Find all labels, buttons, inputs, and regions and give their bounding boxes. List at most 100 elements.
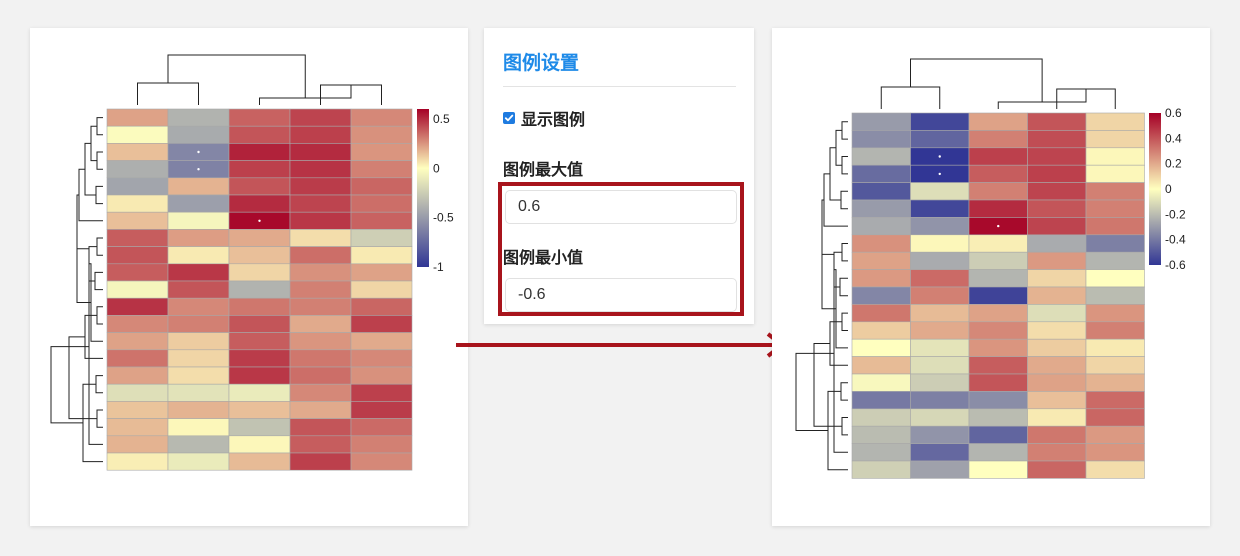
row-dendrogram-branch: [835, 129, 842, 166]
heatmap-cell: [968, 321, 1028, 340]
col-dendrogram-branch: [880, 86, 941, 109]
heatmap-cell: [167, 280, 230, 299]
heatmap-cell: [851, 443, 911, 462]
colorbar-tick-label: 0.6: [1165, 106, 1182, 120]
row-dendrogram-branch: [95, 185, 103, 205]
heatmap-cell: [289, 383, 352, 402]
heatmap-cell: [910, 130, 970, 149]
heatmap-cell: [968, 286, 1028, 305]
row-dendrogram-branch: [841, 121, 848, 140]
row-dendrogram-branch: [827, 390, 848, 471]
heatmap-cell: [167, 332, 230, 351]
heatmap-cell: [1027, 217, 1087, 236]
heatmap-cell: [910, 391, 970, 410]
heatmap-cell: [350, 177, 413, 196]
legend-max-input[interactable]: 0.6: [505, 190, 737, 224]
heatmap-cell: [106, 125, 169, 144]
heatmap-cell: [1085, 199, 1145, 218]
heatmap-cell: [1085, 373, 1145, 392]
heatmap-cell: [1027, 164, 1087, 183]
heatmap-cell: [228, 229, 291, 247]
heatmap-cell: [851, 408, 911, 427]
heatmap-cell: [289, 177, 352, 196]
heatmap-cell: [106, 246, 169, 265]
heatmap-cell: [1085, 356, 1145, 375]
heatmap-cell: [106, 280, 169, 299]
original-heatmap: 0.50-0.5-1: [50, 54, 454, 471]
heatmap-cell: [167, 229, 230, 247]
heatmap-cell: [968, 112, 1028, 131]
heatmap-cell: [289, 435, 352, 454]
heatmap-cell: [289, 418, 352, 437]
heatmap-cell: [1027, 147, 1087, 166]
heatmap-cell: [1027, 391, 1087, 410]
heatmap-cell: [167, 452, 230, 471]
significance-marker: [258, 219, 261, 222]
heatmap-cell: [910, 321, 970, 340]
heatmap-cell: [228, 452, 291, 471]
heatmap-cell: [1027, 425, 1087, 444]
row-dendrogram-branch: [82, 383, 103, 463]
heatmap-cell: [350, 246, 413, 265]
heatmap-cell: [228, 435, 291, 454]
heatmap-cell: [1085, 286, 1145, 305]
heatmap-cell: [167, 366, 230, 385]
heatmap-cell: [106, 108, 169, 127]
row-dendrogram-branch: [96, 151, 103, 170]
heatmap-cell: [1085, 443, 1145, 462]
heatmap-cell: [1085, 338, 1145, 357]
heatmap-cell: [228, 246, 291, 265]
colorbar: [1149, 113, 1161, 265]
heatmap-cell: [167, 401, 230, 419]
heatmap-cell: [968, 199, 1028, 218]
heatmap-cell: [851, 373, 911, 392]
row-dendrogram-branch: [839, 277, 848, 297]
heatmap-cell: [350, 383, 413, 402]
heatmap-cell: [350, 108, 413, 127]
heatmap-cell: [228, 383, 291, 402]
show-legend-toggle[interactable]: 显示图例: [503, 108, 586, 129]
legend-min-input[interactable]: -0.6: [505, 278, 737, 312]
heatmap-cell: [289, 332, 352, 351]
panel-divider: [503, 86, 736, 87]
legend-max-label: 图例最大值: [503, 162, 584, 179]
row-dendrogram-branch: [841, 156, 848, 175]
heatmap-cell: [106, 315, 169, 333]
heatmap-cell: [289, 263, 352, 282]
heatmap-cell: [968, 425, 1028, 444]
heatmap-cell: [106, 349, 169, 368]
row-dendrogram-branch: [813, 343, 842, 427]
heatmap-cell: [1085, 147, 1145, 166]
show-legend-label: 显示图例: [521, 112, 586, 129]
heatmap-cell: [167, 194, 230, 213]
heatmap-cell: [289, 125, 352, 144]
heatmap-cell: [1085, 304, 1145, 323]
heatmap-cell: [106, 452, 169, 471]
heatmap-cell: [1027, 356, 1087, 375]
heatmap-cell: [1027, 408, 1087, 427]
heatmap-cell: [851, 251, 911, 270]
heatmap-cell: [228, 177, 291, 196]
row-dendrogram-branch: [96, 117, 103, 136]
heatmap-cell: [167, 315, 230, 333]
heatmap-cell: [1085, 164, 1145, 183]
heatmap-cell: [910, 304, 970, 323]
heatmap-cell: [350, 435, 413, 454]
heatmap-cell: [1027, 443, 1087, 462]
row-dendrogram-branch: [841, 312, 848, 331]
colorbar-tick-label: 0.4: [1165, 131, 1182, 145]
heatmap-cell: [910, 112, 970, 131]
heatmap-cell: [350, 143, 413, 161]
col-dendrogram-branch: [910, 58, 1043, 102]
heatmap-cell: [350, 452, 413, 471]
heatmap-cell: [350, 366, 413, 385]
heatmap-cell: [228, 366, 291, 385]
heatmap-cell: [1027, 321, 1087, 340]
heatmap-cell: [1027, 199, 1087, 218]
heatmap-cell: [1085, 460, 1145, 479]
heatmap-cell: [106, 418, 169, 437]
check-icon[interactable]: [503, 112, 515, 124]
colorbar-tick-label: 0: [1165, 182, 1172, 196]
heatmap-cell: [1085, 234, 1145, 253]
